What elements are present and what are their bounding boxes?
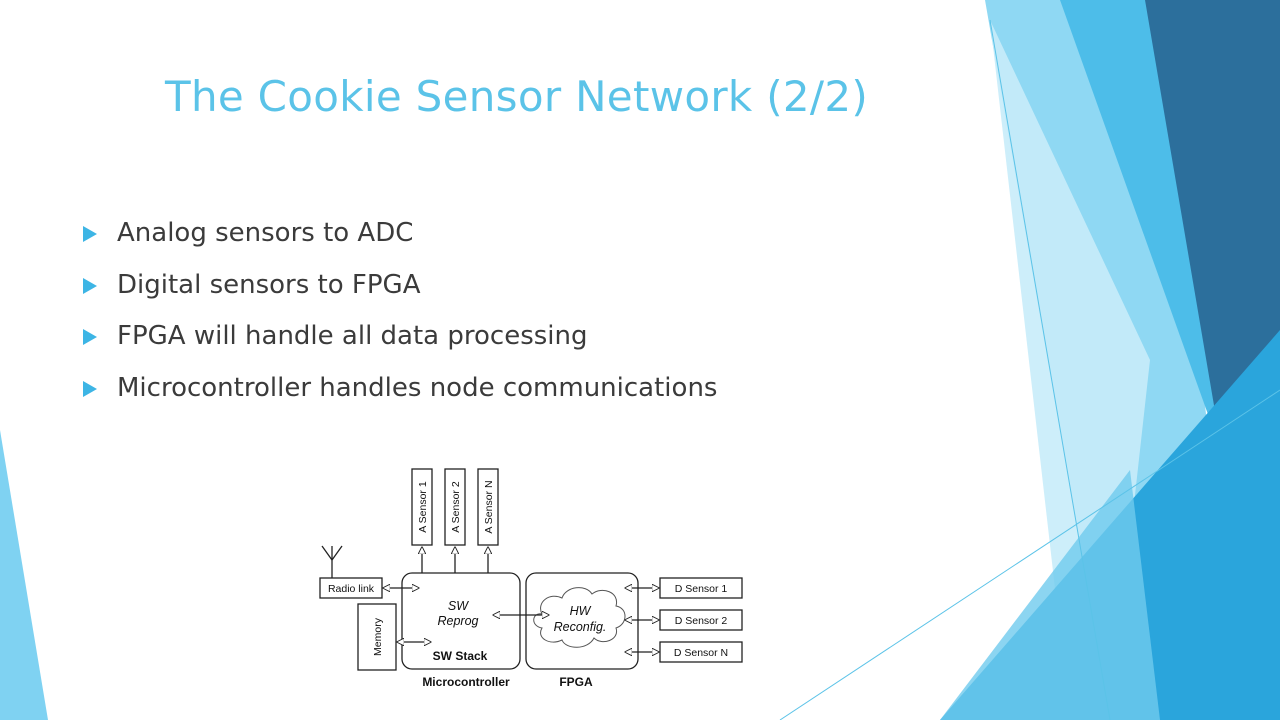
radio-link-box: Radio link bbox=[319, 577, 383, 599]
sw-reprog-line1: SW bbox=[448, 599, 469, 613]
sw-stack-label: SW Stack bbox=[433, 649, 488, 663]
cloud-shape bbox=[533, 587, 626, 648]
memory-box: Memory bbox=[357, 603, 397, 671]
analog-sensor-n-label: A Sensor N bbox=[483, 480, 495, 533]
bottom-light-facet bbox=[940, 470, 1160, 720]
memory-label: Memory bbox=[372, 617, 384, 656]
bullet-item: FPGA will handle all data processing bbox=[80, 316, 717, 368]
antenna-icon bbox=[321, 545, 343, 578]
hw-reconfig-line1: HW bbox=[570, 604, 592, 618]
digital-sensor-n: D Sensor N bbox=[659, 641, 743, 663]
right-dark-facet bbox=[1145, 0, 1280, 470]
arrow-bullet-icon bbox=[83, 277, 97, 294]
analog-sensor-1-label: A Sensor 1 bbox=[417, 481, 429, 533]
decor-line-2 bbox=[779, 389, 1280, 720]
analog-sensor-2-label: A Sensor 2 bbox=[450, 481, 462, 533]
fpga-label: FPGA bbox=[559, 675, 593, 689]
microcontroller-box: SW Reprog SW Stack bbox=[401, 572, 521, 670]
block-diagram: A Sensor 1 A Sensor 2 A Sensor N Radio l… bbox=[319, 468, 743, 689]
analog-sensor-2: A Sensor 2 bbox=[444, 468, 466, 546]
arrow-bullet-icon bbox=[83, 226, 97, 242]
bullet-item: Digital sensors to FPGA bbox=[80, 265, 717, 317]
digital-sensor-2: D Sensor 2 bbox=[659, 609, 743, 631]
digital-sensor-1: D Sensor 1 bbox=[659, 577, 743, 599]
sw-reprog-line2: Reprog bbox=[438, 614, 479, 628]
bullet-item: Analog sensors to ADC bbox=[80, 213, 717, 265]
analog-sensor-n: A Sensor N bbox=[477, 468, 499, 546]
bullet-text: FPGA will handle all data processing bbox=[117, 321, 588, 351]
digital-sensor-1-label: D Sensor 1 bbox=[675, 583, 728, 595]
arrow-bullet-icon bbox=[83, 380, 97, 397]
digital-sensor-n-label: D Sensor N bbox=[674, 647, 728, 659]
microcontroller-label: Microcontroller bbox=[422, 675, 510, 689]
fpga-box: HW Reconfig. bbox=[525, 572, 639, 670]
radio-link-label: Radio link bbox=[328, 583, 375, 595]
digital-sensor-2-label: D Sensor 2 bbox=[675, 615, 728, 627]
bullet-text: Analog sensors to ADC bbox=[117, 218, 414, 248]
left-accent-shape bbox=[0, 430, 48, 720]
hw-reconfig-line2: Reconfig. bbox=[554, 620, 607, 634]
analog-sensor-1: A Sensor 1 bbox=[411, 468, 433, 546]
bullet-text: Digital sensors to FPGA bbox=[117, 269, 421, 300]
bullet-text: Microcontroller handles node communicati… bbox=[117, 372, 718, 403]
decor-line-1 bbox=[989, 19, 1111, 720]
bullet-item: Microcontroller handles node communicati… bbox=[80, 368, 717, 420]
mcu-side-arrows bbox=[384, 588, 430, 642]
digital-arrows bbox=[626, 588, 658, 652]
bullet-list: Analog sensors to ADC Digital sensors to… bbox=[80, 213, 717, 419]
arrow-bullet-icon bbox=[83, 329, 97, 345]
slide-title: The Cookie Sensor Network (2/2) bbox=[165, 72, 869, 121]
